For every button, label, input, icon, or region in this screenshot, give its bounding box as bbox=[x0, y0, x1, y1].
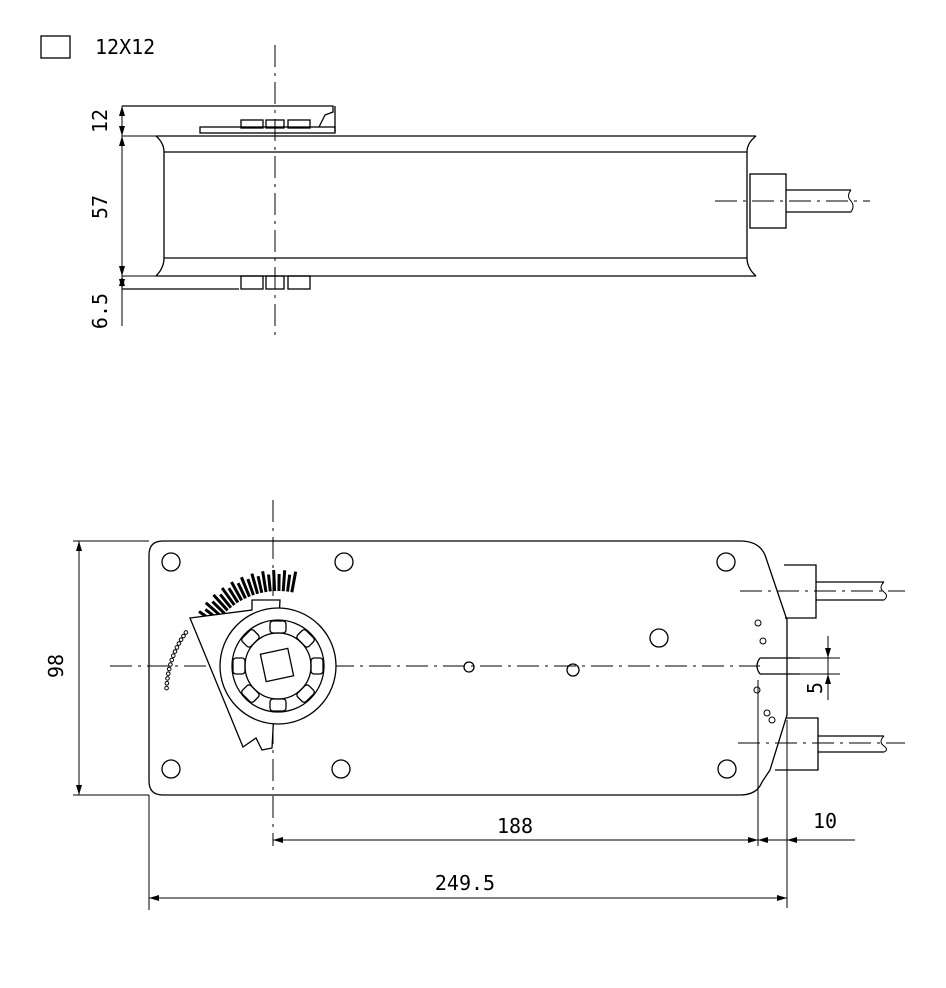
cap-height-dimension: 12 bbox=[88, 109, 112, 133]
scale-dot bbox=[169, 657, 175, 663]
scale-dot bbox=[168, 662, 173, 667]
square-shaft-socket bbox=[259, 647, 295, 683]
dimension-arrowheads bbox=[119, 106, 125, 289]
bottom-height-dimension: 6.5 bbox=[88, 293, 112, 329]
scale-dot bbox=[165, 671, 171, 676]
square-shaft-icon bbox=[40, 35, 71, 59]
hub-slot bbox=[269, 698, 287, 712]
mounting-hole bbox=[334, 552, 354, 572]
scale-tick bbox=[286, 574, 292, 592]
base-height-dimension: 98 bbox=[44, 654, 68, 678]
scale-dot bbox=[172, 649, 178, 654]
hub-slot bbox=[232, 657, 246, 675]
scale-tick bbox=[240, 576, 251, 598]
scale-dot bbox=[174, 645, 180, 650]
scale-dot bbox=[176, 641, 182, 646]
hub-slot bbox=[241, 629, 260, 648]
gap-dimension: 10 bbox=[813, 809, 837, 833]
mounting-hole bbox=[717, 759, 737, 779]
plan-housing-outline bbox=[148, 540, 788, 796]
scale-tick bbox=[211, 600, 226, 615]
overall-length-dimension: 249.5 bbox=[435, 871, 495, 895]
scale-tick bbox=[236, 582, 247, 600]
hub-slot bbox=[269, 620, 287, 634]
mounting-hole bbox=[716, 552, 736, 572]
mounting-hole bbox=[161, 759, 181, 779]
scale-tick bbox=[220, 587, 236, 606]
angle-scale-dots bbox=[164, 630, 189, 691]
scale-dot bbox=[178, 637, 184, 642]
scale-tick bbox=[290, 571, 298, 593]
scale-tick bbox=[261, 570, 268, 593]
scale-dot bbox=[164, 680, 170, 686]
mounting-hole bbox=[649, 628, 669, 648]
hub-slot bbox=[296, 684, 315, 703]
scale-tick bbox=[267, 574, 272, 592]
shaft-to-end-dimension: 188 bbox=[497, 814, 533, 838]
top-cap-plate bbox=[199, 126, 336, 134]
hub-slot bbox=[241, 684, 260, 703]
scale-tick bbox=[250, 573, 260, 595]
scale-dot bbox=[165, 676, 170, 681]
shaft-hub bbox=[219, 607, 337, 725]
housing-right-end bbox=[746, 135, 757, 277]
cable-gland-upper bbox=[740, 564, 905, 619]
scale-dot bbox=[181, 633, 186, 639]
scale-dot bbox=[183, 630, 189, 635]
scale-tick bbox=[219, 593, 233, 609]
shaft-legend: 12X12 bbox=[40, 35, 155, 59]
body-height-dimension: 57 bbox=[88, 195, 112, 219]
hub-slot bbox=[296, 629, 315, 648]
scale-tick bbox=[272, 570, 277, 592]
hub-slot bbox=[310, 657, 324, 675]
shaft-size-label: 12X12 bbox=[95, 35, 155, 59]
scale-tick bbox=[227, 587, 240, 604]
end-slot bbox=[756, 657, 800, 675]
hub-slots bbox=[232, 620, 324, 712]
slot-width-dimension: 5 bbox=[803, 682, 827, 694]
plan-view: 98 5 188 10 249.5 bbox=[44, 500, 905, 910]
scale-tick bbox=[230, 581, 243, 602]
scale-dot bbox=[166, 666, 172, 672]
scale-dot bbox=[171, 653, 176, 659]
scale-tick bbox=[281, 570, 287, 592]
scale-dot bbox=[164, 685, 169, 691]
scale-tick bbox=[212, 593, 229, 612]
mounting-hole bbox=[331, 759, 351, 779]
mounting-hole bbox=[161, 552, 181, 572]
side-view: 12 57 6.5 bbox=[88, 45, 870, 335]
cable-gland bbox=[749, 173, 787, 229]
cable-gland-lower bbox=[738, 717, 905, 771]
top-cap-outline bbox=[122, 105, 334, 128]
housing-left-end bbox=[155, 135, 165, 277]
scale-tick bbox=[246, 578, 255, 596]
scale-tick bbox=[256, 575, 264, 594]
